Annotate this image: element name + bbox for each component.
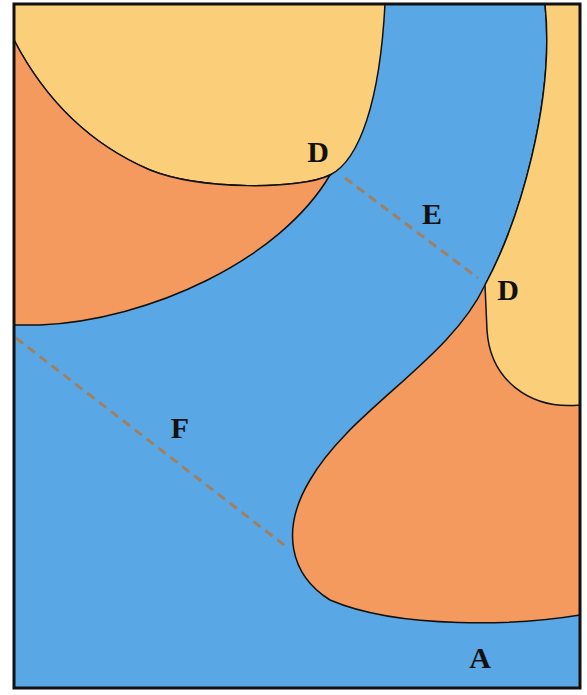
lower-land — [293, 4, 580, 623]
point-label: D — [497, 275, 519, 305]
lower-land — [14, 40, 330, 325]
water-ground — [14, 4, 580, 688]
point-label: A — [469, 643, 491, 673]
upper-land — [485, 4, 580, 406]
frame — [14, 4, 580, 688]
point-label: F — [171, 413, 189, 443]
dashed-section — [345, 178, 478, 278]
point-label: E — [422, 199, 442, 229]
dashed-section — [16, 338, 288, 548]
point-label: D — [307, 137, 329, 167]
